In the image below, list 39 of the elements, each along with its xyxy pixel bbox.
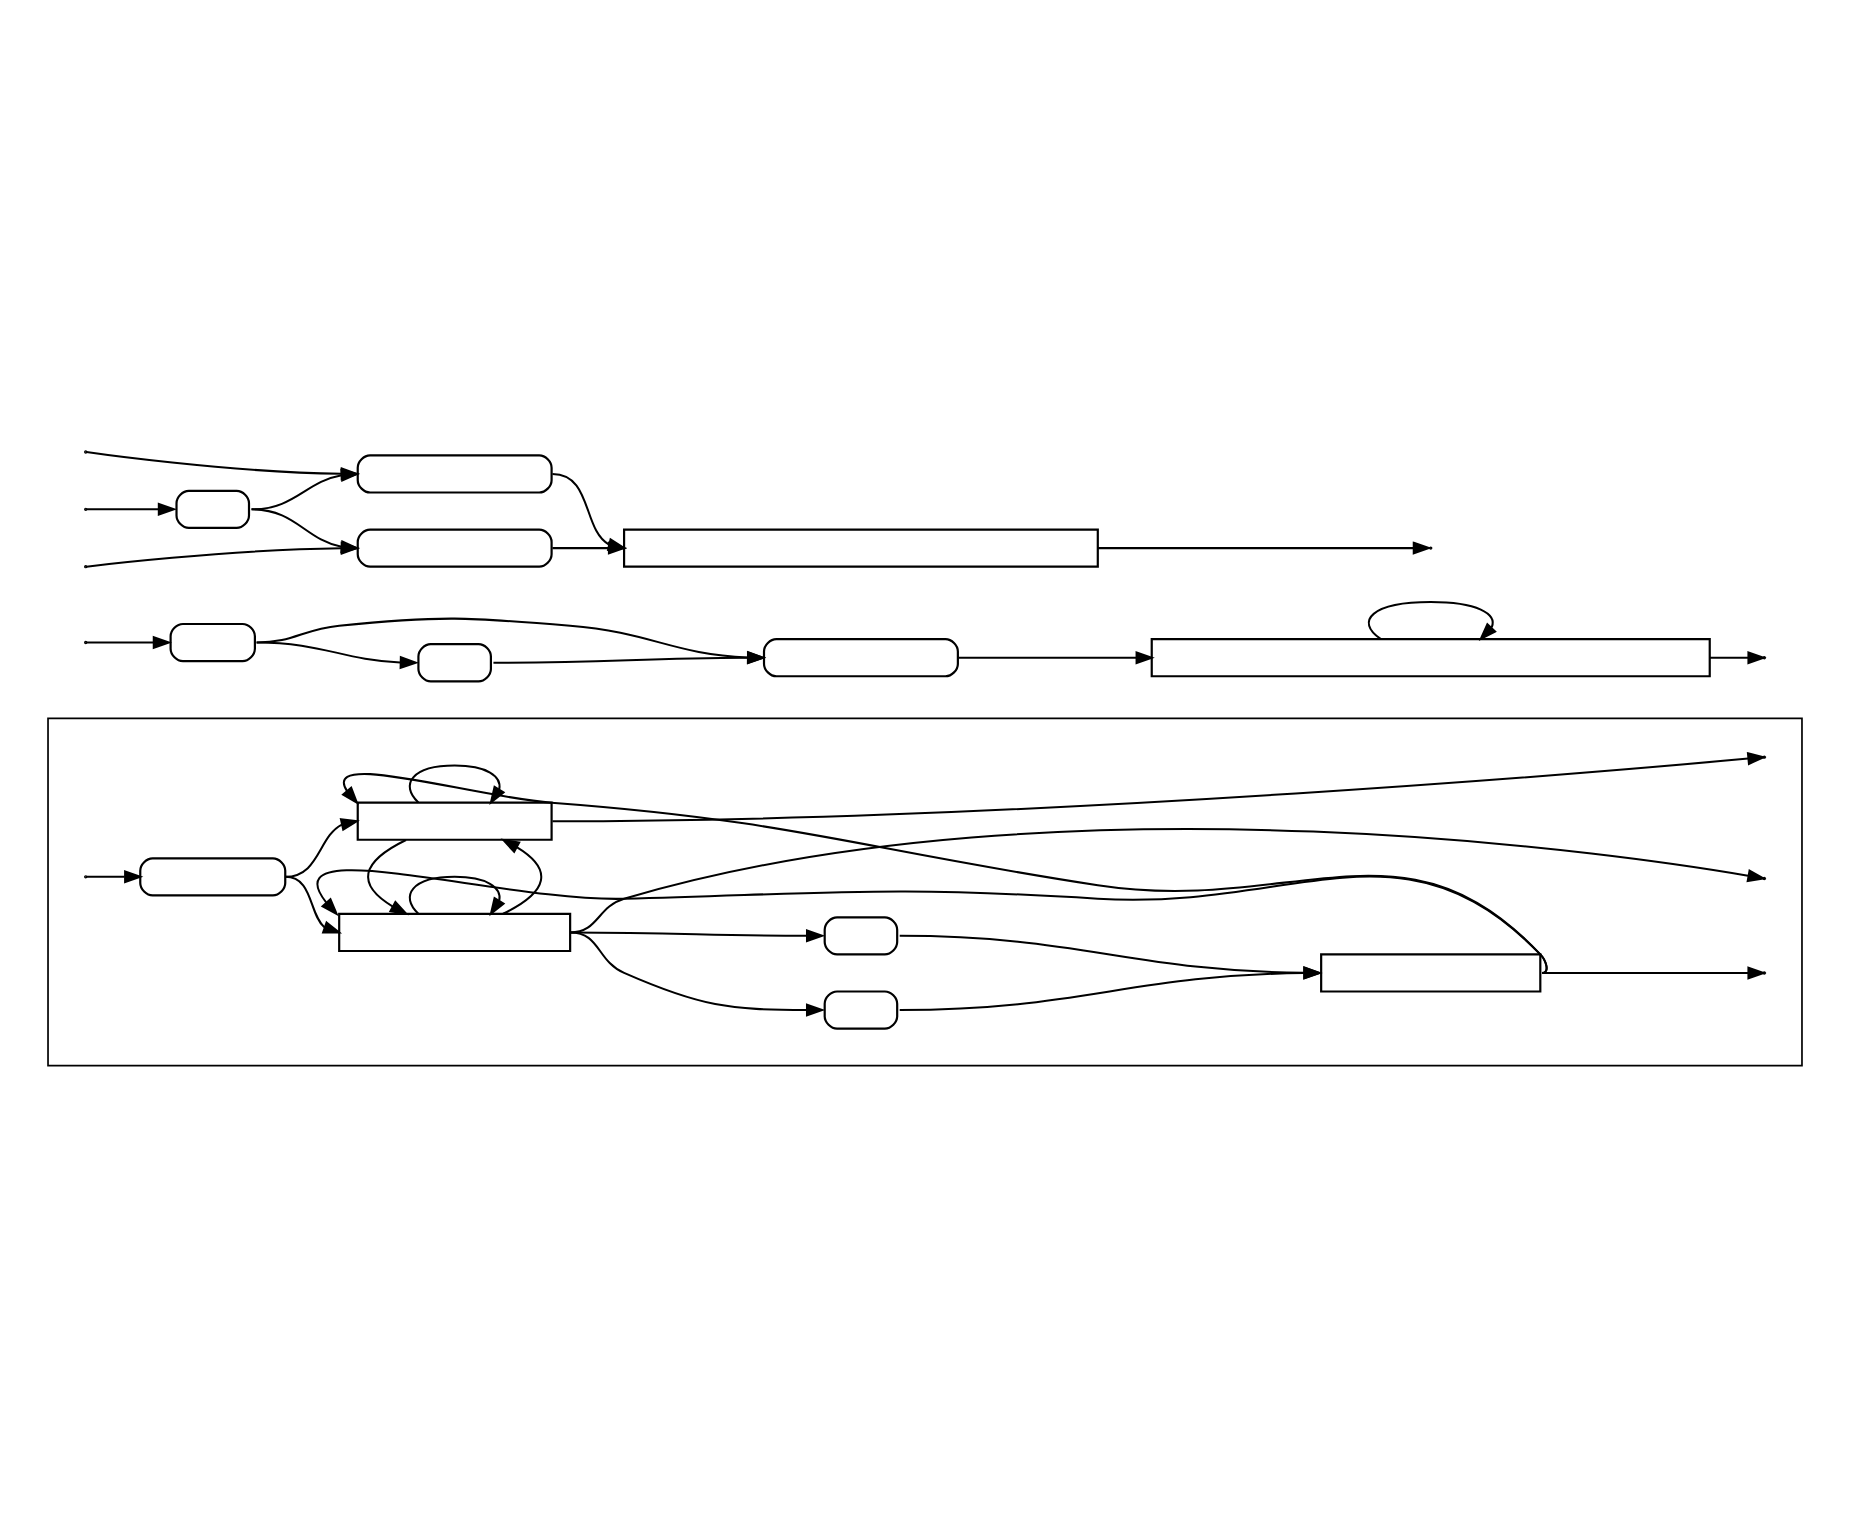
arrow [86, 635, 172, 650]
arrow [1367, 601, 1497, 642]
arrow [256, 641, 419, 670]
node-pill [417, 643, 492, 683]
arrow [256, 617, 767, 665]
node-box [1320, 953, 1542, 993]
arrow [341, 773, 1547, 974]
node-pill [823, 990, 899, 1030]
arrow [408, 764, 506, 805]
node-pill [169, 622, 256, 663]
arrow [285, 818, 360, 878]
arrow [493, 651, 767, 665]
node-box [623, 528, 1099, 568]
arrow [570, 929, 826, 943]
node-pill [356, 528, 553, 568]
arrow [958, 650, 1155, 665]
node-pill [762, 638, 959, 678]
node-pill [823, 916, 899, 956]
node-pill [175, 489, 251, 529]
arrow [1709, 650, 1767, 665]
arrow [570, 931, 826, 1017]
arrow [318, 869, 1547, 974]
arrow [408, 875, 506, 917]
arrow [1097, 541, 1432, 555]
node-pill [356, 454, 553, 494]
node-box [1150, 638, 1711, 678]
cluster [47, 717, 1803, 1067]
arrow [367, 839, 409, 916]
node-box [356, 801, 553, 841]
arrow [285, 875, 343, 934]
arrow [899, 934, 1323, 980]
arrow [86, 502, 178, 517]
arrow [899, 966, 1323, 1012]
node-box [338, 912, 572, 953]
node-pill [139, 857, 287, 897]
arrow [1542, 966, 1767, 980]
arrow [500, 838, 543, 915]
arrow [552, 541, 628, 555]
arrow [86, 870, 144, 884]
